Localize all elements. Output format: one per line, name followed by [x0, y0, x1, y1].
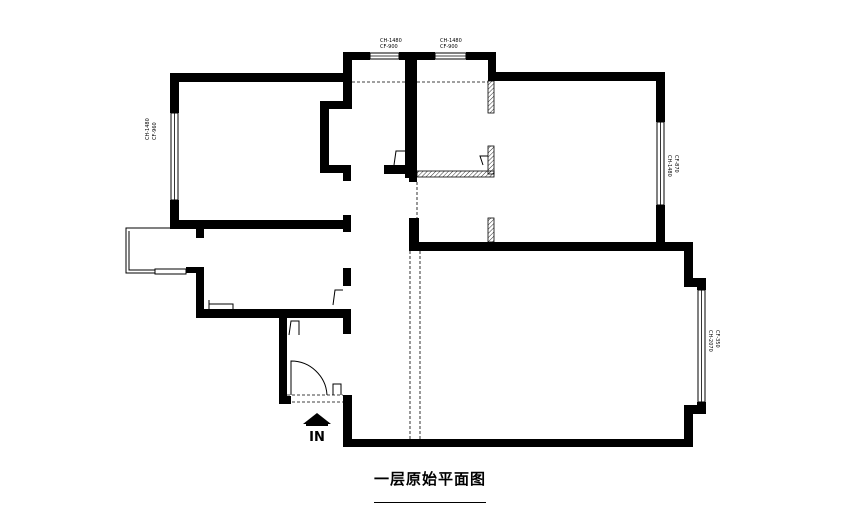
- wall: [170, 200, 179, 228]
- wall: [170, 73, 179, 113]
- title-underline: [374, 502, 486, 503]
- wall: [196, 267, 204, 317]
- door-swing: [288, 320, 300, 336]
- wall: [466, 52, 496, 60]
- entrance-label: IN: [309, 430, 325, 445]
- wall: [697, 278, 706, 290]
- wall: [488, 52, 496, 77]
- partition: [487, 145, 495, 175]
- window-label-ch: CH-1480: [380, 38, 402, 44]
- window-label-ch: CH-1480: [666, 155, 672, 177]
- windows: [154, 52, 706, 403]
- wall: [684, 278, 706, 287]
- wall: [343, 52, 352, 106]
- wall: [684, 405, 706, 414]
- door-swing: [208, 300, 234, 309]
- window-label-cf: CF-900: [440, 44, 458, 50]
- wall: [343, 395, 352, 447]
- wall: [409, 170, 417, 182]
- wall: [343, 439, 693, 447]
- wall: [399, 52, 435, 60]
- wall: [684, 242, 693, 282]
- doors: [208, 150, 488, 396]
- door-swing: [393, 150, 405, 166]
- wall: [343, 215, 351, 232]
- wall: [320, 165, 350, 173]
- drawing-title: 一层原始平面图: [373, 470, 486, 488]
- walls: [170, 52, 706, 447]
- window-label-cf: CF-350: [714, 330, 720, 348]
- door-leaf: [332, 383, 342, 395]
- wall: [279, 396, 291, 404]
- wall: [196, 309, 351, 318]
- balcony: [125, 227, 170, 274]
- window-kitchen: [154, 268, 187, 275]
- wall: [343, 268, 351, 286]
- partition: [416, 170, 495, 178]
- wall: [320, 101, 329, 173]
- door-swing: [479, 155, 488, 166]
- wall: [684, 405, 693, 447]
- wall: [170, 220, 351, 229]
- wall: [279, 309, 287, 404]
- window-labels: CH-1480 CF-900 CH-1480 CF-900 CH-1480 CF…: [145, 38, 720, 352]
- wall: [656, 205, 665, 250]
- wall: [384, 165, 417, 174]
- entrance-marker: IN: [303, 413, 331, 445]
- window-label-ch: CH-2070: [707, 330, 713, 352]
- entry-door-swing: [290, 360, 328, 396]
- wall: [320, 101, 352, 109]
- window-label-cf: CF-960: [152, 122, 158, 140]
- wall: [656, 72, 665, 122]
- entrance-arrow-icon: [303, 413, 331, 424]
- wall: [343, 52, 370, 60]
- wall: [196, 226, 204, 238]
- partition: [487, 80, 495, 114]
- wall: [186, 267, 204, 273]
- wall: [409, 218, 419, 251]
- door-swing: [332, 289, 343, 306]
- wall: [409, 242, 693, 251]
- wall: [170, 73, 347, 82]
- dashed-lines: [287, 81, 488, 439]
- window-label-cf: CF-870: [673, 155, 679, 173]
- wall: [343, 309, 351, 334]
- wall: [405, 60, 417, 178]
- partition: [487, 217, 495, 243]
- partitions: [416, 80, 495, 243]
- wall: [343, 165, 351, 181]
- window-label-cf: CF-900: [380, 44, 398, 50]
- window-label-ch: CH-1480: [145, 118, 151, 140]
- wall: [488, 72, 665, 81]
- window-label-ch: CH-1480: [440, 38, 462, 44]
